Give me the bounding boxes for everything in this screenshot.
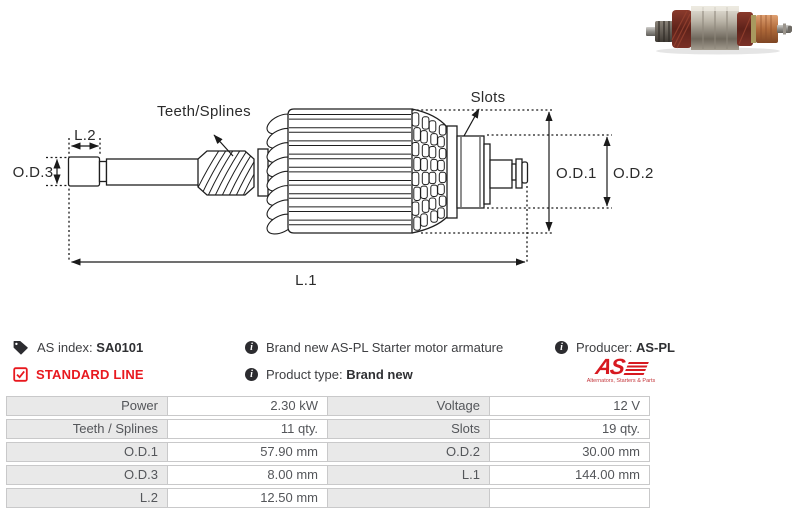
as-pl-logo-mark: AS [586, 354, 656, 379]
spec-value: 12 V [490, 396, 650, 416]
spec-label: O.D.3 [6, 465, 168, 485]
od3-label: O.D.3 [13, 164, 54, 181]
spec-value: 57.90 mm [168, 442, 328, 462]
l2-label: L.2 [74, 127, 96, 144]
teeth-splines-label: Teeth/Splines [157, 103, 251, 120]
as-pl-logo-stripes [623, 362, 650, 376]
l1-label: L.1 [295, 272, 317, 289]
product-type-row: i Product type: Brand new [245, 366, 413, 382]
table-row: O.D.1 57.90 mm O.D.2 30.00 mm [6, 442, 650, 462]
slots-leader [463, 108, 480, 137]
product-description: Brand new AS-PL Starter motor armature [266, 339, 504, 355]
product-type-label: Product type: [266, 366, 343, 382]
table-row: Power 2.30 kW Voltage 12 V [6, 396, 650, 416]
photo-shadow [656, 47, 780, 55]
spec-value: 2.30 kW [168, 396, 328, 416]
spec-value: 12.50 mm [168, 488, 328, 508]
as-index-text: AS index: SA0101 [37, 340, 143, 355]
spec-value: 144.00 mm [490, 465, 650, 485]
commutator-slots [411, 112, 447, 231]
spec-label [328, 488, 490, 508]
product-photo [646, 6, 792, 55]
spec-label: Voltage [328, 396, 490, 416]
spec-value: 8.00 mm [168, 465, 328, 485]
as-index-value: SA0101 [96, 339, 144, 355]
standard-line-row: STANDARD LINE [13, 366, 144, 382]
producer-value: AS-PL [636, 339, 675, 355]
od2-label: O.D.2 [613, 165, 654, 182]
spec-label: O.D.1 [6, 442, 168, 462]
table-row: L.2 12.50 mm [6, 488, 650, 508]
diagram-labels: L.2 O.D.3 Teeth/Splines Slots O.D.1 O.D.… [13, 89, 654, 289]
standard-line-badge: STANDARD LINE [36, 366, 144, 382]
info-icon: i [245, 340, 258, 354]
as-index-label: AS index: [37, 339, 93, 355]
shaft-end [67, 156, 101, 187]
spec-label: Teeth / Splines [6, 419, 168, 439]
armature-drawing [67, 108, 529, 235]
technical-diagram: L.2 O.D.3 Teeth/Splines Slots O.D.1 O.D.… [13, 89, 654, 289]
description-row: i Brand new AS-PL Starter motor armature [245, 339, 503, 355]
as-pl-logo-text: AS [593, 354, 626, 379]
armature-core [287, 108, 413, 234]
spec-value [490, 488, 650, 508]
spec-value: 11 qty. [168, 419, 328, 439]
spec-value: 19 qty. [490, 419, 650, 439]
producer-text: Producer: AS-PL [576, 340, 675, 355]
spec-label: L.1 [328, 465, 490, 485]
spec-label: O.D.2 [328, 442, 490, 462]
dimension-arrows [53, 108, 611, 266]
od1-label: O.D.1 [556, 165, 597, 182]
spec-label: Power [6, 396, 168, 416]
table-row: O.D.3 8.00 mm L.1 144.00 mm [6, 465, 650, 485]
spec-label: L.2 [6, 488, 168, 508]
table-row: Teeth / Splines 11 qty. Slots 19 qty. [6, 419, 650, 439]
producer-row: i Producer: AS-PL [555, 339, 675, 355]
product-type-text: Product type: Brand new [266, 367, 413, 382]
spec-value: 30.00 mm [490, 442, 650, 462]
as-pl-logo: AS Alternators, Starters & Parts [586, 354, 656, 384]
tag-icon [13, 340, 29, 355]
info-icon: i [245, 367, 258, 381]
product-type-value: Brand new [346, 366, 413, 382]
check-square-icon [13, 366, 28, 382]
spec-label: Slots [328, 419, 490, 439]
as-index-row: AS index: SA0101 [13, 339, 143, 355]
as-pl-logo-tagline: Alternators, Starters & Parts [586, 378, 656, 384]
spec-table: Power 2.30 kW Voltage 12 V Teeth / Splin… [6, 396, 650, 511]
extension-lines [46, 109, 612, 262]
slots-label: Slots [471, 89, 506, 106]
info-icon: i [555, 340, 568, 354]
teeth-splines-leader [213, 134, 234, 157]
shaft [105, 158, 205, 186]
producer-label: Producer: [576, 339, 633, 355]
